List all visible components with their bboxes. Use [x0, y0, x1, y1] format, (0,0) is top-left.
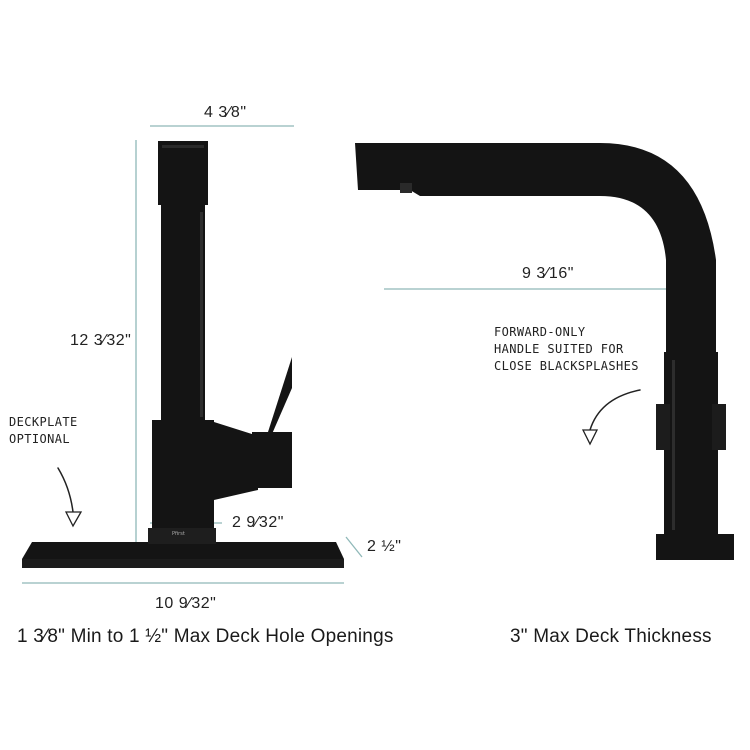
deckplate-depth-label: 2 ½"	[367, 538, 402, 555]
dimension-lines	[22, 125, 692, 584]
faucet-neck	[161, 205, 205, 423]
faucet-body	[152, 420, 214, 542]
deckplate-length-label: 10 9⁄32"	[155, 595, 217, 612]
spout-tip	[400, 183, 412, 193]
depth-line	[345, 536, 363, 558]
faucet-side-view	[22, 141, 344, 568]
deck-thickness-caption: 3" Max Deck Thickness	[510, 626, 712, 647]
front-base	[656, 534, 734, 560]
deckplate	[22, 542, 344, 559]
faucet-front-view	[355, 143, 734, 560]
handle-knob-left	[656, 404, 670, 450]
note-arrows	[57, 389, 641, 528]
spray-head	[158, 141, 208, 205]
spout-arm	[355, 143, 520, 196]
spout-curve	[518, 143, 716, 360]
reach-label: 9 3⁄16"	[522, 265, 574, 282]
mounting-base	[148, 528, 216, 544]
deckplate-note: DECKPLATE OPTIONAL	[9, 415, 78, 446]
top-width-label: 4 3⁄8"	[204, 104, 247, 121]
deckplate-arrow	[57, 467, 74, 513]
handle-arrow	[589, 389, 641, 431]
deckplate-edge	[22, 559, 344, 568]
height-label: 12 3⁄32"	[70, 332, 132, 349]
brand-mark: Pfirst	[172, 531, 185, 537]
faucet-handle	[252, 432, 292, 488]
base-width-label: 2 9⁄32"	[232, 514, 284, 531]
handle-note: FORWARD-ONLY HANDLE SUITED FOR CLOSE BLA…	[494, 325, 639, 373]
handle-knob-right	[712, 404, 726, 450]
deck-hole-caption: 1 3⁄8" Min to 1 ½" Max Deck Hole Opening…	[17, 626, 394, 647]
